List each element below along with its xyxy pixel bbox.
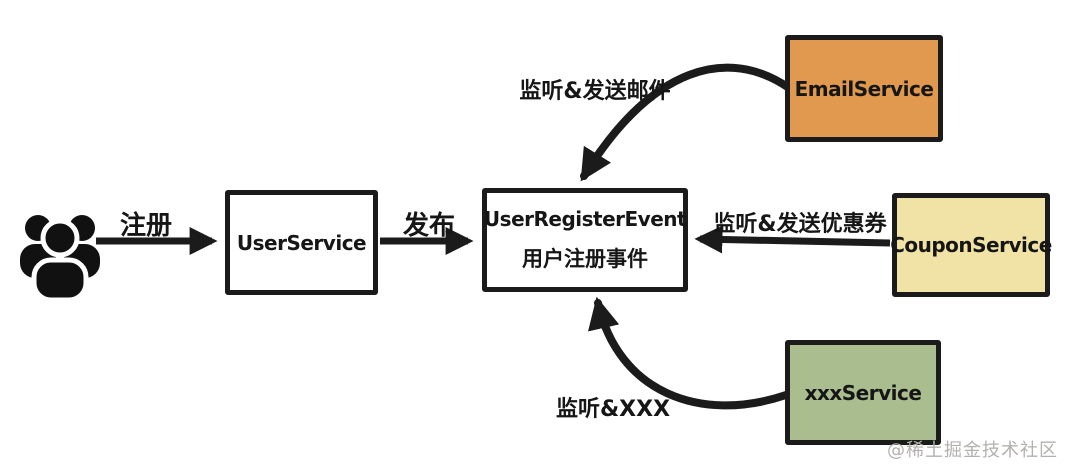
- node-user-service: UserService: [225, 190, 378, 295]
- node-coupon-service: CouponService: [890, 193, 1052, 297]
- event-subtitle: 用户注册事件: [522, 247, 648, 271]
- node-xxx-service: xxxService: [785, 340, 941, 445]
- edge-label-publish: 发布: [402, 211, 456, 241]
- watermark: @稀土掘金技术社区: [887, 440, 1058, 461]
- node-user-register-event: UserRegisterEvent 用户注册事件: [482, 188, 688, 292]
- event-title: UserRegisterEvent: [483, 207, 687, 231]
- edge-label-listen-xxx: 监听&XXX: [555, 397, 671, 422]
- node-email-service: EmailService: [785, 35, 943, 142]
- user-service-label: UserService: [236, 230, 367, 255]
- edge-label-listen-email: 监听&发送邮件: [519, 79, 671, 104]
- xxx-service-label: xxxService: [804, 380, 922, 405]
- arrow-listen-coupon: [694, 225, 891, 254]
- email-service-label: EmailService: [794, 76, 934, 101]
- users-icon: [20, 215, 100, 300]
- edge-label-register: 注册: [119, 211, 173, 241]
- edge-label-listen-coupon: 监听&发送优惠券: [713, 212, 887, 237]
- coupon-service-label: CouponService: [890, 233, 1052, 257]
